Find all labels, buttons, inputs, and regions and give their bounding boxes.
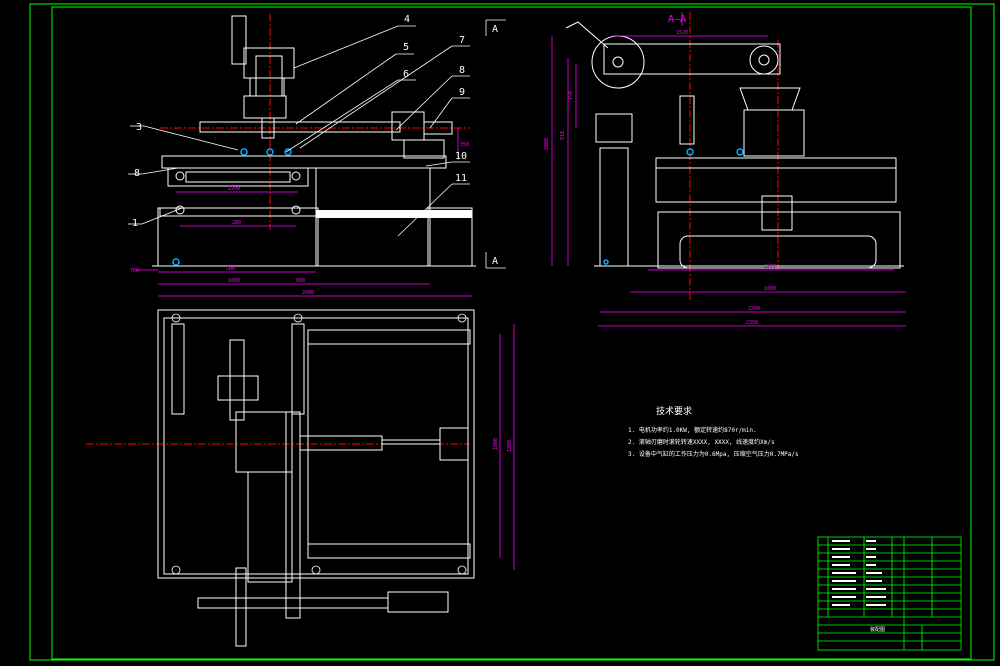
side-view-dimensions xyxy=(551,12,906,327)
side-view-accents xyxy=(603,148,744,265)
balloon-8-right: 8 xyxy=(459,65,465,76)
side-dim-5: 1800 xyxy=(764,286,776,292)
side-dim-4: 1500 xyxy=(764,264,776,270)
notes-item-3: 3. 设备中气缸的工作压力为0.6Mpa, 压缩空气压力0.7MPa/s xyxy=(628,450,799,458)
front-dim-4: 2200 xyxy=(228,186,240,192)
notes-item-2: 2. 滚轴刃磨时滚轮转速XXXX, XXXX, 线速度约Xm/s xyxy=(628,438,775,446)
top-view-dimension-text: 1000 1200 xyxy=(493,438,513,452)
top-dim-0: 1000 xyxy=(493,438,499,450)
balloon-11: 11 xyxy=(455,173,467,184)
front-dim-0: 500 xyxy=(226,266,235,272)
title-block-label: 装配图 xyxy=(870,626,885,633)
technical-notes: 技术要求 1. 电机功率约1.0KW, 额定转速约870r/min. 2. 滚轴… xyxy=(628,405,799,458)
side-dim-6: 2200 xyxy=(748,306,760,312)
side-dim-3: 2000 xyxy=(544,138,550,150)
part-balloons-leaders xyxy=(128,25,470,237)
inner-frame xyxy=(51,6,972,660)
parts-list-table xyxy=(817,536,962,651)
front-dim-5: 280 xyxy=(232,220,241,226)
top-view-dimensions xyxy=(499,324,515,570)
section-marker-labels: A A xyxy=(492,24,498,267)
balloon-8-left: 8 xyxy=(134,168,140,179)
balloon-5: 5 xyxy=(403,42,409,53)
side-dim-2: 910 xyxy=(560,131,566,140)
front-dim-2: 1600 xyxy=(228,278,240,284)
front-view xyxy=(152,14,476,267)
top-view-bolts xyxy=(171,313,467,575)
side-dim-7: 2350 xyxy=(746,320,758,326)
part-balloon-numbers: 4 5 6 7 8 9 10 11 3 8 1 xyxy=(132,14,467,229)
front-view-blue-parts xyxy=(172,148,292,266)
section-markers xyxy=(485,19,506,269)
balloon-4: 4 xyxy=(404,14,410,25)
balloon-6: 6 xyxy=(403,69,409,80)
front-view-dimensions xyxy=(136,128,472,297)
section-marker-bottom: A xyxy=(492,256,498,267)
side-dim-1: 1520 xyxy=(676,30,688,36)
top-view xyxy=(86,309,475,647)
front-dim-3: 2000 xyxy=(302,290,314,296)
section-marker-top: A xyxy=(492,24,498,35)
outer-frame xyxy=(29,3,995,661)
front-dim-1: 600 xyxy=(296,278,305,284)
front-dim-7: 350 xyxy=(460,142,469,148)
balloon-1: 1 xyxy=(132,218,138,229)
front-dim-6: 700 xyxy=(130,268,139,274)
top-dim-1: 1200 xyxy=(507,440,513,452)
side-view xyxy=(565,12,904,300)
balloon-7: 7 xyxy=(459,35,465,46)
balloon-3: 3 xyxy=(136,122,142,133)
side-dim-8: 150 xyxy=(568,91,574,100)
notes-heading: 技术要求 xyxy=(656,405,692,417)
balloon-9: 9 xyxy=(459,87,465,98)
notes-item-1: 1. 电机功率约1.0KW, 额定转速约870r/min. xyxy=(628,426,757,434)
section-title: A–A xyxy=(668,14,686,25)
front-view-dimension-text: 500 600 1600 2000 2200 280 700 350 xyxy=(130,142,469,296)
balloon-10: 10 xyxy=(455,151,467,162)
side-view-dimension-text: 1520 910 2000 1500 1800 2200 2350 150 xyxy=(544,30,776,326)
parts-list-entries xyxy=(832,540,886,606)
